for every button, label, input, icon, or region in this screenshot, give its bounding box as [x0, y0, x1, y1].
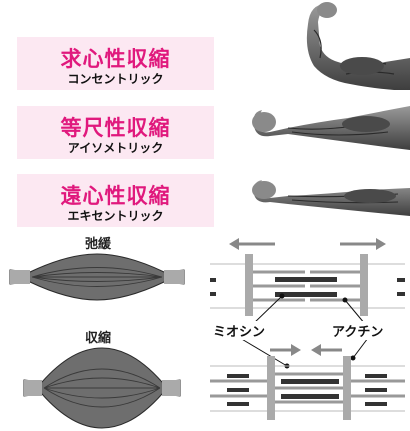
extended-arm-illustration: [252, 180, 410, 216]
right-arrow-icon: [340, 238, 386, 250]
concentric-label-box: 求心性収縮 コンセントリック: [17, 37, 214, 90]
eccentric-label-box: 遠心性収縮 エキセントリック: [17, 174, 214, 227]
isometric-arm-illustration: [252, 106, 410, 150]
relaxed-label: 弛緩: [85, 237, 112, 252]
eccentric-reading: エキセントリック: [67, 209, 164, 223]
myosin-label: ミオシン: [213, 321, 266, 340]
actin-label: アクチン: [332, 321, 384, 340]
sarcomere-diagram: [210, 238, 405, 420]
relaxed-muscle-illustration: [9, 253, 185, 301]
flexed-arm-illustration: [306, 2, 410, 90]
inward-left-arrow-icon: [311, 344, 342, 356]
contracted-muscle-illustration: [23, 347, 181, 429]
isometric-title: 等尺性収縮: [60, 116, 171, 140]
inward-right-arrow-icon: [270, 344, 301, 356]
isometric-label-box: 等尺性収縮 アイソメトリック: [17, 106, 214, 159]
concentric-reading: コンセントリック: [67, 72, 164, 86]
relaxed-sarcomere: [210, 254, 405, 316]
contracted-label: 収縮: [85, 331, 112, 346]
eccentric-title: 遠心性収縮: [60, 184, 171, 208]
contracted-sarcomere: [210, 356, 405, 420]
isometric-reading: アイソメトリック: [67, 141, 164, 155]
left-arrow-icon: [229, 238, 275, 250]
concentric-title: 求心性収縮: [60, 47, 171, 71]
